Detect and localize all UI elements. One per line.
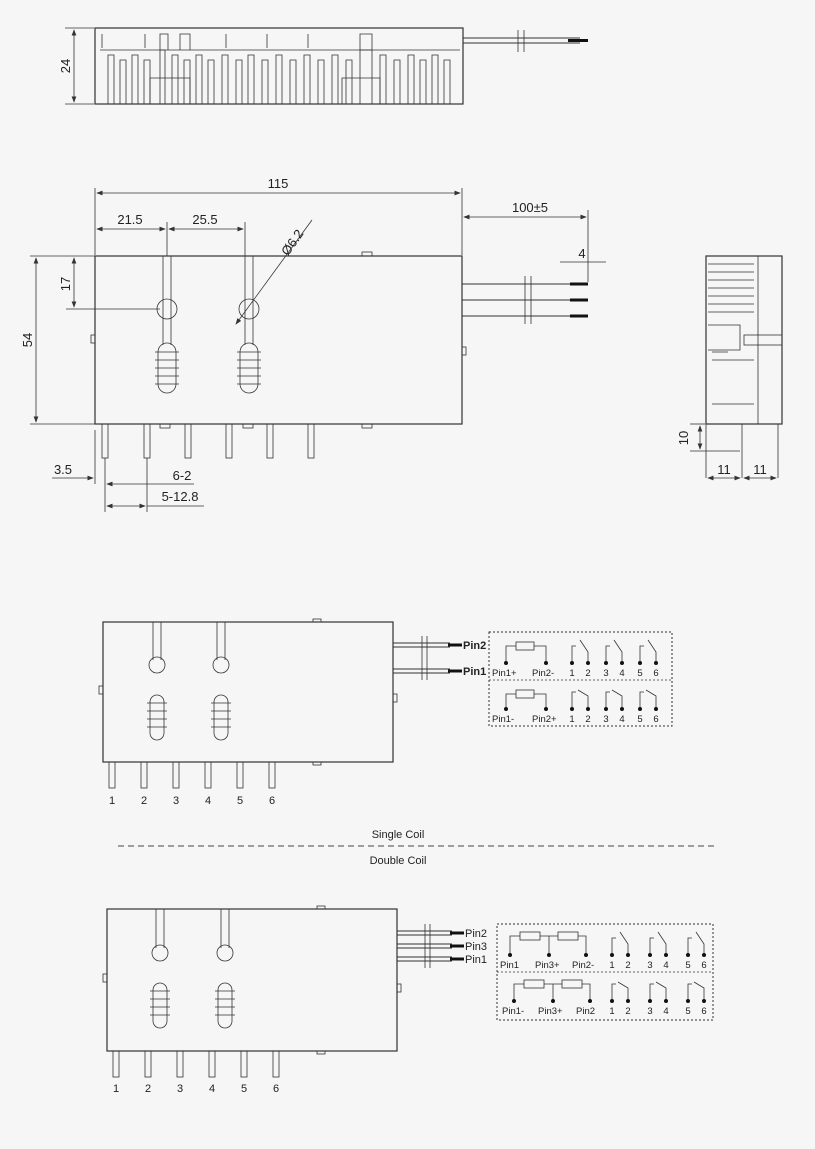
lead-label-pin3: Pin3 xyxy=(465,941,487,953)
top-view: 24 xyxy=(58,27,588,105)
hole-dim: Ø6.2 xyxy=(278,227,306,259)
coil-divider: Single Coil Double Coil xyxy=(118,829,716,867)
double-coil-pins xyxy=(112,1050,280,1078)
schem-coil-mid: Pin3+ xyxy=(535,960,560,971)
pin-number: 4 xyxy=(209,1083,215,1095)
contact-label: 4 xyxy=(663,960,668,971)
schem-coil-right: Pin2- xyxy=(572,960,594,971)
schem-coil-left: Pin1 xyxy=(500,960,519,971)
schem-coil-right: Pin2+ xyxy=(532,714,557,725)
schem-coil-left: Pin1- xyxy=(502,1006,524,1017)
pin-number: 6 xyxy=(269,795,275,807)
schem-coil-right: Pin2- xyxy=(532,668,554,679)
side-width-a-dim: 11 xyxy=(717,462,731,477)
pin-number: 1 xyxy=(113,1083,119,1095)
hole-height-dim: 17 xyxy=(58,277,73,291)
lead-length-dim: 100±5 xyxy=(512,200,548,215)
pin-number: 6 xyxy=(273,1083,279,1095)
contact-label: 6 xyxy=(653,714,658,725)
pin-number: 5 xyxy=(237,795,243,807)
pin-len-dim: 10 xyxy=(676,431,691,445)
single-coil-label: Single Coil xyxy=(372,829,425,841)
offset-a-dim: 21.5 xyxy=(117,212,142,227)
contact-label: 3 xyxy=(603,714,608,725)
top-height-dim: 24 xyxy=(58,59,73,73)
pin-edge-dim: 3.5 xyxy=(54,462,72,477)
lead-label-pin2: Pin2 xyxy=(465,928,487,940)
pin-number: 5 xyxy=(241,1083,247,1095)
pin-pitch-dim: 5-12.8 xyxy=(162,489,199,504)
double-coil-view: 1 2 3 4 5 6 Pin2 Pin3 Pin1 xyxy=(102,905,714,1095)
side-view: 10 11 11 xyxy=(676,255,783,481)
double-coil-label: Double Coil xyxy=(370,855,427,867)
front-view: 115 21.5 25.5 Ø6.2 100±5 4 54 17 3.5 6-2… xyxy=(20,176,606,512)
side-width-b-dim: 11 xyxy=(753,462,767,477)
contact-label: 2 xyxy=(585,714,590,725)
single-coil-view: 1 2 3 4 5 6 Pin2 Pin1 Pin1+ Pin2- xyxy=(98,618,673,807)
lead-label-pin1: Pin1 xyxy=(465,954,487,966)
front-view-body xyxy=(94,255,463,425)
top-view-wires xyxy=(463,30,588,52)
contact-label: 2 xyxy=(625,960,630,971)
offset-b-dim: 25.5 xyxy=(192,212,217,227)
contact-label: 1 xyxy=(569,668,574,679)
top-view-slots xyxy=(101,33,451,104)
contact-label: 6 xyxy=(701,960,706,971)
contact-label: 1 xyxy=(609,960,614,971)
contact-label: 5 xyxy=(685,1006,690,1017)
schem-coil-right: Pin2 xyxy=(576,1006,595,1017)
front-coil-rods xyxy=(155,256,261,394)
double-coil-body xyxy=(106,908,398,1052)
contact-label: 3 xyxy=(647,960,652,971)
lead-label-pin1: Pin1 xyxy=(463,666,486,678)
contact-label: 6 xyxy=(701,1006,706,1017)
schem-coil-left: Pin1- xyxy=(492,714,514,725)
single-coil-pins xyxy=(108,761,276,789)
lead-label-pin2: Pin2 xyxy=(463,640,486,652)
contact-label: 3 xyxy=(647,1006,652,1017)
contact-label: 4 xyxy=(663,1006,668,1017)
front-leads xyxy=(462,276,588,324)
contact-label: 3 xyxy=(603,668,608,679)
lead-gap-dim: 4 xyxy=(578,246,585,261)
width-dim: 115 xyxy=(268,176,289,191)
contact-label: 5 xyxy=(685,960,690,971)
contact-label: 4 xyxy=(619,668,624,679)
contact-label: 5 xyxy=(637,668,642,679)
pin-number: 4 xyxy=(205,795,211,807)
contact-label: 6 xyxy=(653,668,658,679)
single-coil-body xyxy=(102,621,394,763)
schem-coil-left: Pin1+ xyxy=(492,668,517,679)
pin-number: 3 xyxy=(177,1083,183,1095)
double-coil-schematic: Pin1 Pin3+ Pin2- Pin1- Pin3+ Pin2 1 2 xyxy=(496,923,714,1021)
contact-label: 2 xyxy=(625,1006,630,1017)
pin-number: 2 xyxy=(145,1083,151,1095)
contact-label: 2 xyxy=(585,668,590,679)
contact-label: 4 xyxy=(619,714,624,725)
pin-number: 1 xyxy=(109,795,115,807)
contact-label: 5 xyxy=(637,714,642,725)
pin-number: 2 xyxy=(141,795,147,807)
front-pins xyxy=(101,423,315,459)
pin-width-dim: 6-2 xyxy=(173,468,192,483)
body-height-dim: 54 xyxy=(20,333,35,347)
contact-label: 1 xyxy=(569,714,574,725)
single-coil-schematic: Pin1+ Pin2- Pin1- Pin2+ 1 2 3 4 5 xyxy=(488,631,673,727)
contact-label: 1 xyxy=(609,1006,614,1017)
schem-coil-mid: Pin3+ xyxy=(538,1006,563,1017)
pin-number: 3 xyxy=(173,795,179,807)
top-view-body xyxy=(94,27,464,105)
